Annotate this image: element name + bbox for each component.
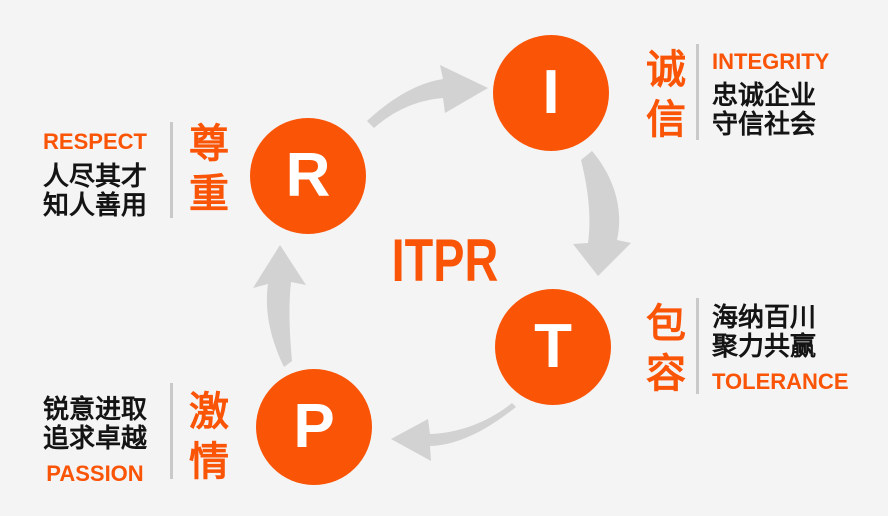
tolerance-zh-label: 包容 [640, 302, 684, 402]
circle-passion-letter: P [293, 392, 335, 461]
respect-en-label: RESPECT [43, 129, 147, 154]
respect-desc-line-2: 知人善用 [42, 190, 147, 220]
circle-tolerance: T [495, 289, 611, 405]
passion-block: 锐意进取 追求卓越 PASSION 激情 [38, 383, 227, 490]
passion-zh-label: 激情 [183, 390, 227, 490]
passion-desc-line-1: 锐意进取 [42, 394, 147, 424]
circle-tolerance-letter: T [534, 312, 572, 381]
integrity-desc-line-2: 守信社会 [712, 109, 817, 139]
integrity-block: 诚信 INTEGRITY 忠诚企业 守信社会 [640, 44, 829, 148]
passion-en-label: PASSION [46, 461, 144, 486]
tolerance-text-column: 海纳百川 聚力共赢 TOLERANCE [712, 298, 849, 394]
passion-divider [170, 383, 173, 479]
tolerance-divider [696, 298, 699, 394]
circle-passion: P [256, 369, 372, 485]
arrow-p-to-r-icon [253, 245, 306, 367]
tolerance-desc-line-1: 海纳百川 [712, 302, 817, 332]
integrity-en-label: INTEGRITY [712, 49, 830, 74]
respect-text-column: RESPECT 人尽其才 知人善用 [38, 122, 152, 220]
arrow-r-to-i-icon [367, 65, 488, 128]
tolerance-block: 包容 海纳百川 聚力共赢 TOLERANCE [640, 298, 849, 402]
circle-respect: R [250, 118, 366, 234]
circle-integrity: I [493, 35, 609, 151]
integrity-zh-label: 诚信 [640, 48, 684, 148]
tolerance-en-label: TOLERANCE [712, 369, 849, 394]
arrow-i-to-t-icon [573, 151, 631, 276]
arrow-t-to-p-icon [391, 403, 516, 461]
passion-text-column: 锐意进取 追求卓越 PASSION [38, 388, 152, 486]
passion-desc-line-2: 追求卓越 [42, 423, 147, 453]
respect-block: RESPECT 人尽其才 知人善用 尊重 [38, 122, 227, 222]
respect-desc-line-1: 人尽其才 [42, 161, 147, 191]
circle-integrity-letter: I [542, 58, 560, 127]
respect-zh-label: 尊重 [183, 122, 227, 222]
diagram-title: ITPR [391, 227, 499, 294]
circle-respect-letter: R [285, 141, 331, 210]
integrity-desc-line-1: 忠诚企业 [712, 80, 817, 110]
tolerance-desc-line-2: 聚力共赢 [712, 331, 817, 361]
respect-divider [170, 122, 173, 218]
integrity-divider [696, 44, 699, 140]
integrity-text-column: INTEGRITY 忠诚企业 守信社会 [712, 44, 829, 139]
